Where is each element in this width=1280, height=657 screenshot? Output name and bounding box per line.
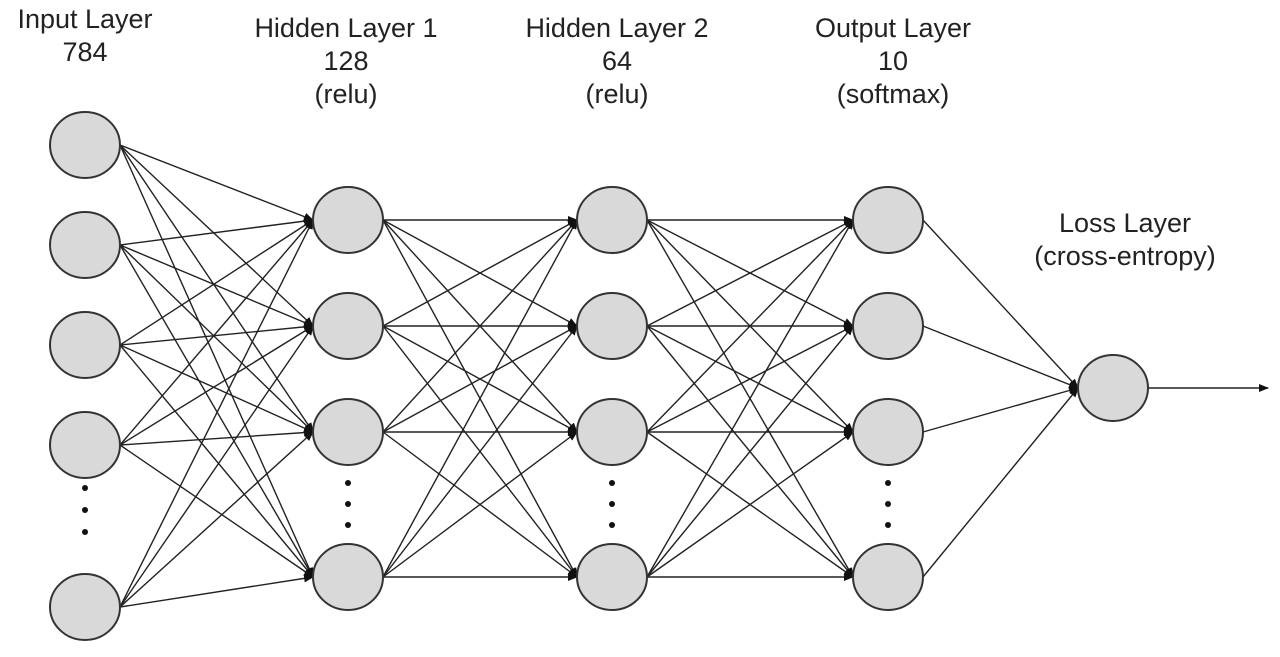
edge-hidden-layer-2-3-to-output-layer-2	[646, 431, 854, 578]
neuron-loss-layer-0	[1077, 354, 1149, 422]
ellipsis-dot-output-layer-1	[885, 501, 891, 507]
layer-activation: (cross-entropy)	[1034, 241, 1216, 271]
edge-input-layer-0-to-hidden-layer-1-3	[119, 144, 314, 578]
layer-label-loss: Loss Layer (cross-entropy)	[1034, 207, 1216, 273]
edge-input-layer-1-to-hidden-layer-1-0	[119, 217, 314, 246]
edge-hidden-layer-1-3-to-hidden-layer-2-0	[382, 219, 578, 578]
ellipsis-dot-hidden-layer-2-2	[609, 522, 615, 528]
ellipsis-dot-input-layer-2	[82, 529, 88, 535]
neuron-hidden-layer-1-0	[312, 186, 384, 254]
layer-label-output: Output Layer 10 (softmax)	[815, 12, 971, 111]
edge-hidden-layer-2-2-to-output-layer-0	[646, 219, 854, 433]
edge-input-layer-4-to-hidden-layer-1-3	[119, 574, 314, 608]
neuron-input-layer-3	[49, 411, 121, 479]
edge-hidden-layer-1-2-to-hidden-layer-2-1	[382, 325, 578, 433]
neuron-hidden-layer-1-2	[312, 398, 384, 466]
edge-input-layer-3-to-hidden-layer-1-0	[119, 219, 314, 446]
edge-input-layer-1-to-hidden-layer-1-2	[119, 244, 314, 433]
layer-name: Output Layer	[814, 13, 972, 43]
edge-input-layer-3-to-hidden-layer-1-1	[119, 325, 314, 446]
ellipsis-dot-output-layer-2	[885, 522, 891, 528]
neuron-hidden-layer-2-0	[576, 186, 648, 254]
edge-input-layer-2-to-hidden-layer-1-2	[119, 344, 314, 433]
ellipsis-dot-input-layer-0	[82, 485, 88, 491]
neuron-output-layer-3	[852, 543, 924, 611]
neuron-hidden-layer-2-1	[576, 292, 648, 360]
edge-input-layer-2-to-hidden-layer-1-1	[119, 322, 314, 346]
neuron-hidden-layer-1-1	[312, 292, 384, 360]
neuron-input-layer-2	[49, 311, 121, 379]
layer-size: 128	[323, 46, 369, 76]
ellipsis-dot-output-layer-0	[885, 480, 891, 486]
neuron-output-layer-2	[852, 398, 924, 466]
neuron-input-layer-0	[49, 111, 121, 179]
edge-hidden-layer-1-1-to-hidden-layer-2-0	[382, 219, 578, 327]
neuron-input-layer-1	[49, 211, 121, 279]
edge-hidden-layer-2-3-to-output-layer-1	[646, 325, 854, 578]
neurons	[49, 111, 1149, 641]
neuron-hidden-layer-2-2	[576, 398, 648, 466]
layer-size: 64	[601, 46, 633, 76]
edge-output-layer-0-to-loss-layer-0	[922, 219, 1079, 389]
layer-size: 784	[62, 37, 108, 67]
neuron-output-layer-0	[852, 186, 924, 254]
edge-output-layer-2-to-loss-layer-0	[922, 386, 1079, 433]
ellipsis-dot-hidden-layer-1-2	[345, 522, 351, 528]
edge-input-layer-4-to-hidden-layer-1-0	[119, 219, 314, 608]
ellipsis-dot-hidden-layer-1-0	[345, 480, 351, 486]
neuron-output-layer-1	[852, 292, 924, 360]
edge-hidden-layer-1-3-to-hidden-layer-2-2	[382, 431, 578, 578]
layer-name: Input Layer	[17, 4, 153, 34]
ellipses	[82, 480, 891, 535]
edge-input-layer-3-to-hidden-layer-1-3	[119, 444, 314, 578]
layer-name: Hidden Layer 1	[254, 13, 438, 43]
edge-input-layer-2-to-hidden-layer-1-0	[119, 219, 314, 346]
neuron-input-layer-4	[49, 573, 121, 641]
connections	[119, 144, 1269, 608]
layer-label-hidden-1: Hidden Layer 1 128 (relu)	[254, 12, 437, 111]
edge-input-layer-0-to-hidden-layer-1-2	[119, 144, 314, 433]
edge-hidden-layer-1-2-to-hidden-layer-2-0	[382, 219, 578, 433]
edge-input-layer-0-to-hidden-layer-1-1	[119, 144, 314, 327]
layer-activation: (softmax)	[836, 79, 950, 109]
edge-input-layer-1-to-hidden-layer-1-3	[119, 244, 314, 578]
layer-name: Loss Layer	[1058, 208, 1192, 238]
ellipsis-dot-hidden-layer-2-0	[609, 480, 615, 486]
edge-hidden-layer-1-3-to-hidden-layer-2-1	[382, 325, 578, 578]
neuron-hidden-layer-2-3	[576, 543, 648, 611]
edge-input-layer-4-to-hidden-layer-1-2	[119, 431, 314, 608]
layer-label-input: Input Layer 784	[17, 3, 152, 69]
neuron-hidden-layer-1-3	[312, 543, 384, 611]
edge-hidden-layer-2-2-to-output-layer-1	[646, 325, 854, 433]
edge-output-layer-1-to-loss-layer-0	[922, 325, 1079, 389]
layer-label-hidden-2: Hidden Layer 2 64 (relu)	[525, 12, 708, 111]
edge-input-layer-0-to-hidden-layer-1-0	[119, 144, 314, 221]
layer-name: Hidden Layer 2	[525, 13, 709, 43]
layer-activation: (relu)	[314, 79, 378, 109]
edge-hidden-layer-2-1-to-output-layer-0	[646, 219, 854, 327]
ellipsis-dot-input-layer-1	[82, 507, 88, 513]
edge-input-layer-2-to-hidden-layer-1-3	[119, 344, 314, 578]
layer-activation: (relu)	[585, 79, 649, 109]
edge-input-layer-1-to-hidden-layer-1-1	[119, 244, 314, 327]
edge-output-layer-3-to-loss-layer-0	[922, 387, 1079, 578]
edge-input-layer-3-to-hidden-layer-1-2	[119, 428, 314, 446]
edge-input-layer-4-to-hidden-layer-1-1	[119, 325, 314, 608]
ellipsis-dot-hidden-layer-1-1	[345, 501, 351, 507]
edge-hidden-layer-2-3-to-output-layer-0	[646, 219, 854, 578]
layer-size: 10	[877, 46, 909, 76]
ellipsis-dot-hidden-layer-2-1	[609, 501, 615, 507]
